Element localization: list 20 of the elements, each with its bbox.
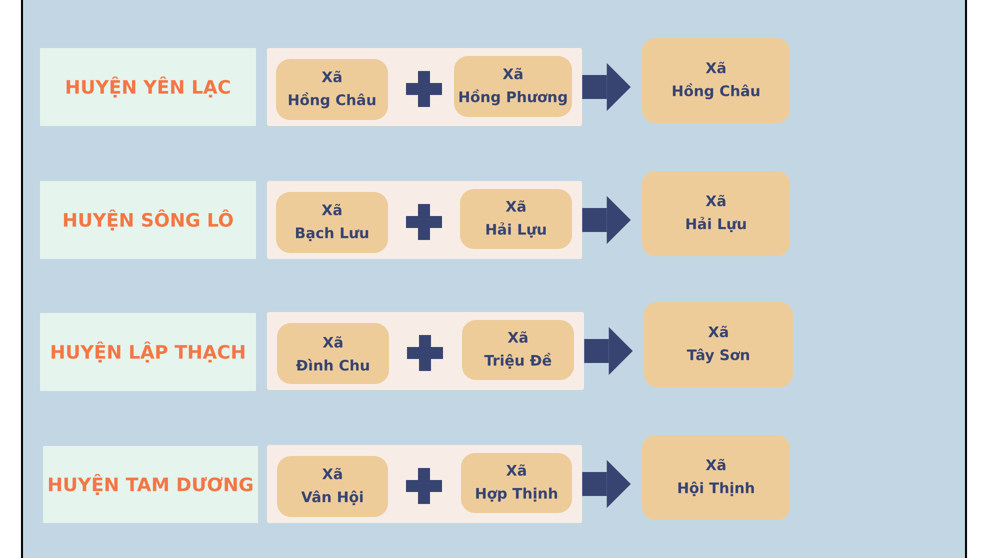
district-box: HUYỆN YÊN LẠC: [40, 48, 256, 126]
commune-box: Xã Hải Lựu: [460, 189, 572, 249]
result-box: Xã Hồng Châu: [642, 38, 790, 123]
arrow: [582, 460, 631, 508]
result-box: Xã Hải Lựu: [642, 171, 790, 256]
arrow: [582, 63, 631, 111]
commune-box: Xã Triệu Đề: [462, 320, 574, 380]
commune-box: Xã Đình Chu: [277, 323, 389, 384]
commune-box: Xã Hồng Phương: [454, 56, 572, 117]
district-box: HUYỆN SÔNG LÔ: [40, 181, 256, 259]
commune-box: Xã Hợp Thịnh: [461, 453, 572, 513]
commune-box: Xã Bạch Lưu: [276, 192, 388, 253]
commune-box: Xã Hồng Châu: [276, 59, 388, 120]
arrow: [584, 327, 633, 375]
arrow: [582, 196, 631, 244]
result-box: Xã Tây Sơn: [644, 302, 793, 387]
commune-box: Xã Vân Hội: [277, 456, 388, 517]
result-box: Xã Hội Thịnh: [642, 435, 790, 520]
district-box: HUYỆN LẬP THẠCH: [40, 313, 256, 391]
district-box: HUYỆN TAM DƯƠNG: [43, 446, 258, 523]
